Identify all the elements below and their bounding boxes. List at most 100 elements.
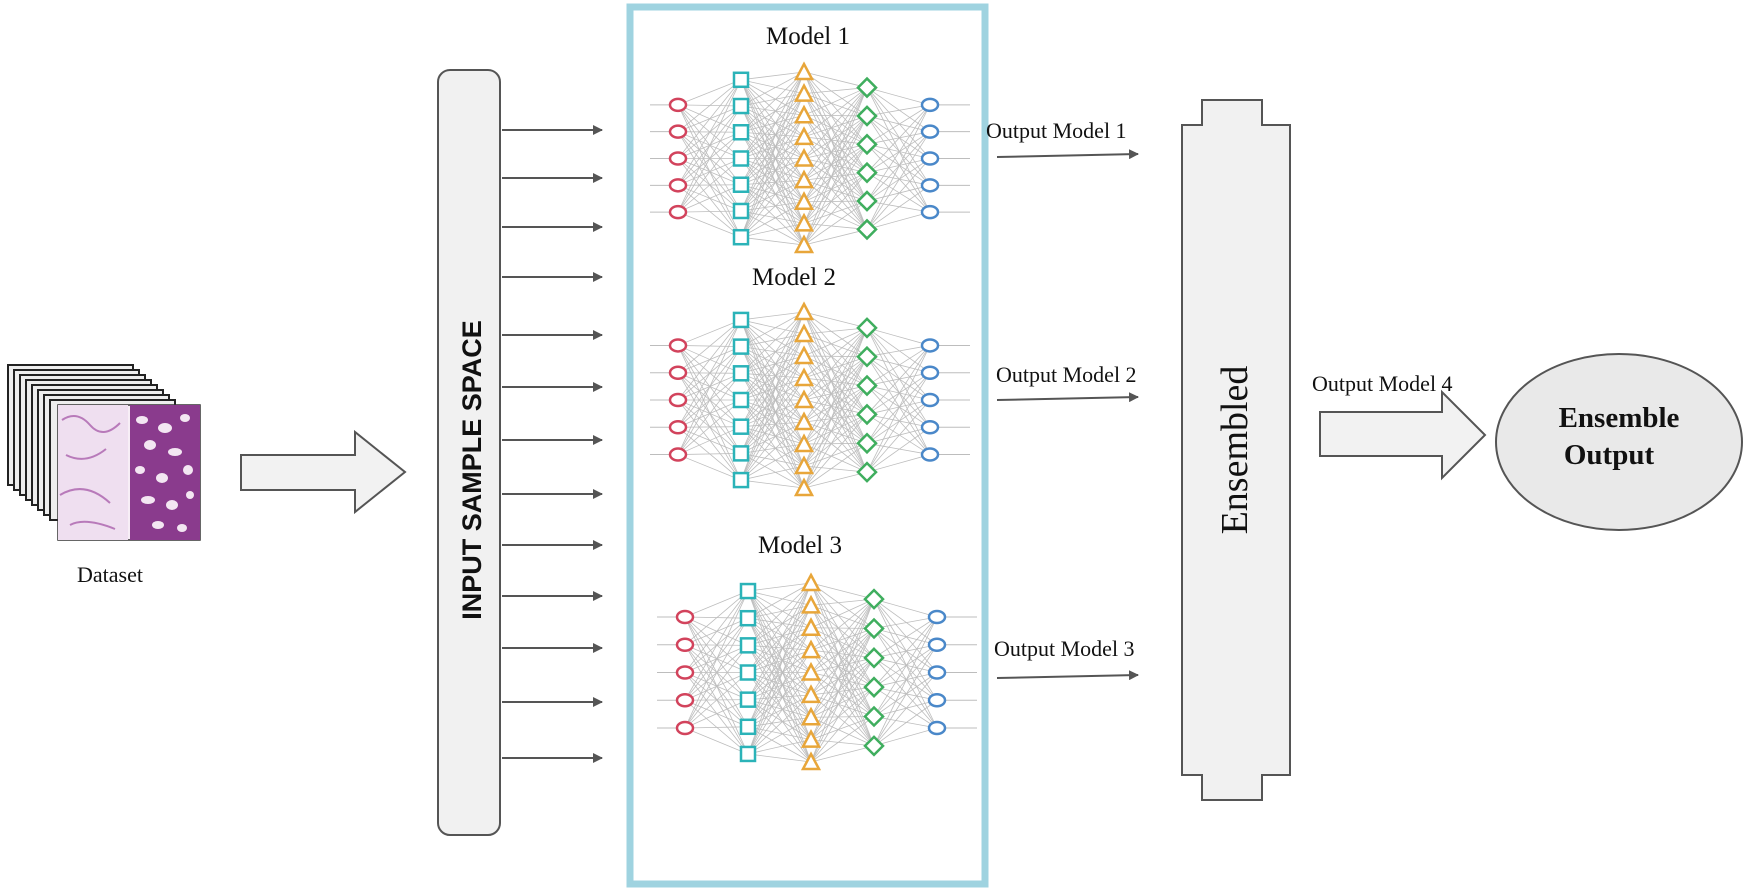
network-edge — [677, 105, 742, 213]
network-edge — [740, 79, 805, 181]
network-edge — [677, 79, 742, 186]
network-edge — [803, 229, 868, 246]
network-edge — [866, 426, 931, 444]
network-edge — [803, 356, 868, 467]
network-edges — [650, 311, 970, 489]
network-edge — [866, 131, 931, 145]
network-edge — [873, 628, 938, 646]
network-edge — [866, 327, 931, 428]
network-edge — [684, 590, 749, 729]
network-edge — [747, 694, 812, 755]
network-edge — [803, 115, 868, 202]
network-edge — [873, 598, 938, 673]
network-node-square — [732, 124, 750, 141]
network-edge — [677, 132, 742, 213]
network-edge — [803, 115, 868, 181]
network-edge — [740, 158, 805, 186]
network-edge — [677, 319, 742, 346]
network-node-triangle — [800, 661, 822, 681]
network-edge — [803, 377, 868, 473]
network-edge — [803, 356, 868, 423]
models-frame — [626, 3, 989, 888]
network-edge — [747, 739, 812, 755]
network-node-diamond — [856, 461, 878, 483]
network-edge — [677, 79, 742, 132]
network-edge — [740, 71, 805, 159]
network-edge — [803, 87, 868, 246]
network-edge — [740, 222, 805, 238]
network-edge — [684, 590, 749, 618]
network-edge — [803, 93, 868, 145]
ensembled-label: Ensembled — [1214, 366, 1256, 535]
network-edge — [810, 582, 875, 629]
network-edge — [810, 598, 875, 763]
network-edge — [803, 172, 868, 246]
network-edge — [740, 399, 805, 454]
network-node-diamond — [856, 374, 878, 397]
network-edge — [740, 115, 805, 212]
network-edge — [740, 311, 805, 454]
network-edge — [810, 716, 875, 747]
network-edge — [677, 319, 742, 455]
network-node-triangle — [793, 345, 815, 365]
ensemble-output-line-1: Ensemble — [1559, 402, 1680, 434]
network-edge — [866, 414, 931, 455]
network-edge — [866, 143, 931, 159]
network-node-triangle — [793, 169, 815, 189]
network-edge — [747, 590, 812, 673]
network-edge — [866, 372, 931, 473]
network-node-triangle — [793, 323, 815, 343]
network-edge — [803, 356, 868, 379]
network-edge — [866, 399, 931, 473]
network-edge — [873, 657, 938, 701]
network-edge — [803, 71, 868, 202]
network-edge — [873, 686, 938, 701]
network-edge — [810, 628, 875, 763]
network-node-circle — [668, 420, 688, 435]
network-edge — [740, 355, 805, 454]
network-node-square — [732, 150, 750, 167]
network-edge — [803, 311, 868, 358]
network-edge — [803, 333, 868, 473]
network-edges — [650, 71, 970, 246]
network-edge — [866, 356, 931, 374]
network-edge — [810, 657, 875, 673]
network-edge — [803, 311, 868, 415]
network-edge — [866, 87, 931, 213]
network-edge — [803, 144, 868, 224]
network-edge — [747, 649, 812, 700]
network-node-circle — [920, 151, 940, 166]
network-node-triangle — [793, 82, 815, 102]
network-node-triangle — [793, 126, 815, 146]
network-edge — [866, 385, 931, 455]
network-edge — [740, 93, 805, 238]
network-edge — [740, 333, 805, 427]
network-edge — [803, 311, 868, 386]
network-node-circle — [927, 692, 947, 708]
network-edge — [803, 355, 868, 386]
network-edge — [740, 179, 805, 186]
ensemble-output-line-2: Output — [1564, 439, 1655, 471]
network-edge — [810, 605, 875, 747]
network-edge — [866, 87, 931, 133]
network-node-triangle — [793, 301, 815, 321]
network-node-circle — [675, 609, 695, 625]
network-edge — [873, 616, 938, 717]
dataset-to-sample-arrow — [240, 429, 407, 515]
ensembled-panel — [1181, 99, 1291, 801]
network-edge — [810, 628, 875, 673]
model-3-title: Model 3 — [758, 532, 842, 559]
network-node-circle — [675, 692, 695, 708]
network-edge — [803, 377, 868, 386]
network-node-diamond — [863, 588, 885, 610]
network-edge — [803, 179, 868, 230]
network-node-triangle — [793, 147, 815, 167]
network-edge — [677, 319, 742, 401]
network-edge — [873, 699, 938, 717]
network-edge — [740, 71, 805, 185]
network-edge — [740, 479, 805, 489]
dataset-sample-image — [57, 404, 201, 541]
network-edge — [810, 582, 875, 659]
network-edge — [873, 598, 938, 646]
